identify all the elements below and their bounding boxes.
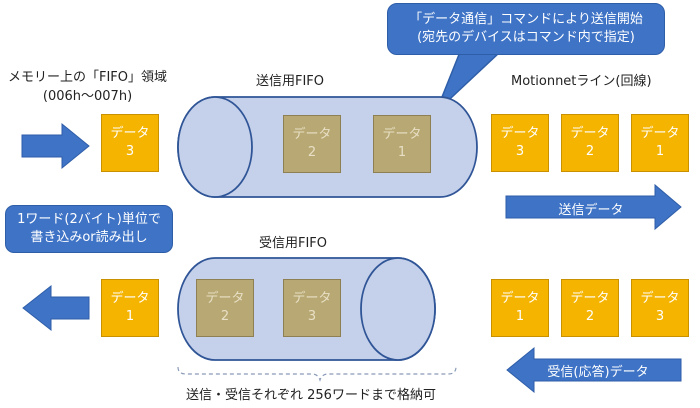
recv-fifo-label: 受信用FIFO [259, 236, 328, 251]
memory-data-box-send: データ 3 [101, 114, 159, 172]
send-data-arrow [505, 183, 682, 231]
memory-data-box-recv: データ 1 [101, 279, 159, 337]
recv-data-arrow [506, 346, 682, 394]
box-word: データ [500, 126, 540, 141]
box-word: データ [292, 127, 332, 142]
box-number: 1 [515, 309, 525, 324]
box-number: 3 [125, 144, 135, 159]
recv-fifo-data-box: データ 2 [196, 279, 254, 337]
line-data-box-send: データ 1 [631, 114, 689, 172]
send-data-label: 送信データ [558, 203, 624, 218]
box-number: 3 [515, 144, 525, 159]
box-word: データ [640, 126, 680, 141]
box-word: データ [292, 291, 332, 306]
box-number: 1 [397, 145, 407, 160]
send-fifo-data-box: データ 2 [283, 115, 341, 173]
recv-fifo-data-box: データ 3 [283, 279, 341, 337]
word-unit-callout: 1ワード(2バイト)単位で 書き込みor読み出し [5, 205, 173, 253]
box-number: 1 [655, 144, 665, 159]
read-arrow [22, 284, 90, 332]
box-number: 2 [220, 309, 230, 324]
send-start-callout-line1: 「データ通信」コマンドにより送信開始 [409, 12, 643, 27]
line-data-box-recv: データ 2 [561, 279, 619, 337]
capacity-bracket [177, 366, 457, 382]
box-word: データ [205, 291, 245, 306]
box-word: データ [500, 291, 540, 306]
word-unit-callout-line1: 1ワード(2バイト)単位で [17, 212, 161, 227]
box-word: データ [570, 126, 610, 141]
motionnet-line-label: Motionnetライン(回線) [511, 74, 652, 89]
line-data-box-recv: データ 3 [631, 279, 689, 337]
box-number: 2 [585, 309, 595, 324]
box-number: 2 [307, 145, 317, 160]
word-unit-callout-line2: 書き込みor読み出し [30, 230, 148, 245]
capacity-note: 送信・受信それぞれ 256ワードまで格納可 [186, 388, 436, 403]
box-word: データ [640, 291, 680, 306]
recv-data-label: 受信(応答)データ [547, 365, 649, 380]
memory-fifo-label-line1: メモリー上の「FIFO」領域 [8, 70, 168, 85]
memory-fifo-label: メモリー上の「FIFO」領域 (006h〜007h) [8, 68, 167, 106]
box-word: データ [110, 291, 150, 306]
line-data-box-send: データ 2 [561, 114, 619, 172]
send-fifo-label: 送信用FIFO [256, 74, 325, 89]
send-fifo-data-box: データ 1 [373, 115, 431, 173]
box-number: 3 [655, 309, 665, 324]
line-data-box-send: データ 3 [491, 114, 549, 172]
box-word: データ [110, 126, 150, 141]
line-data-box-recv: データ 1 [491, 279, 549, 337]
box-number: 3 [307, 309, 317, 324]
send-start-callout: 「データ通信」コマンドにより送信開始 (宛先のデバイスはコマンド内で指定) [387, 3, 665, 55]
box-word: データ [570, 291, 610, 306]
send-start-callout-line2: (宛先のデバイスはコマンド内で指定) [417, 30, 635, 45]
write-arrow [21, 122, 90, 170]
box-number: 2 [585, 144, 595, 159]
memory-fifo-label-line2: (006h〜007h) [42, 89, 133, 104]
box-word: データ [382, 127, 422, 142]
box-number: 1 [125, 309, 135, 324]
